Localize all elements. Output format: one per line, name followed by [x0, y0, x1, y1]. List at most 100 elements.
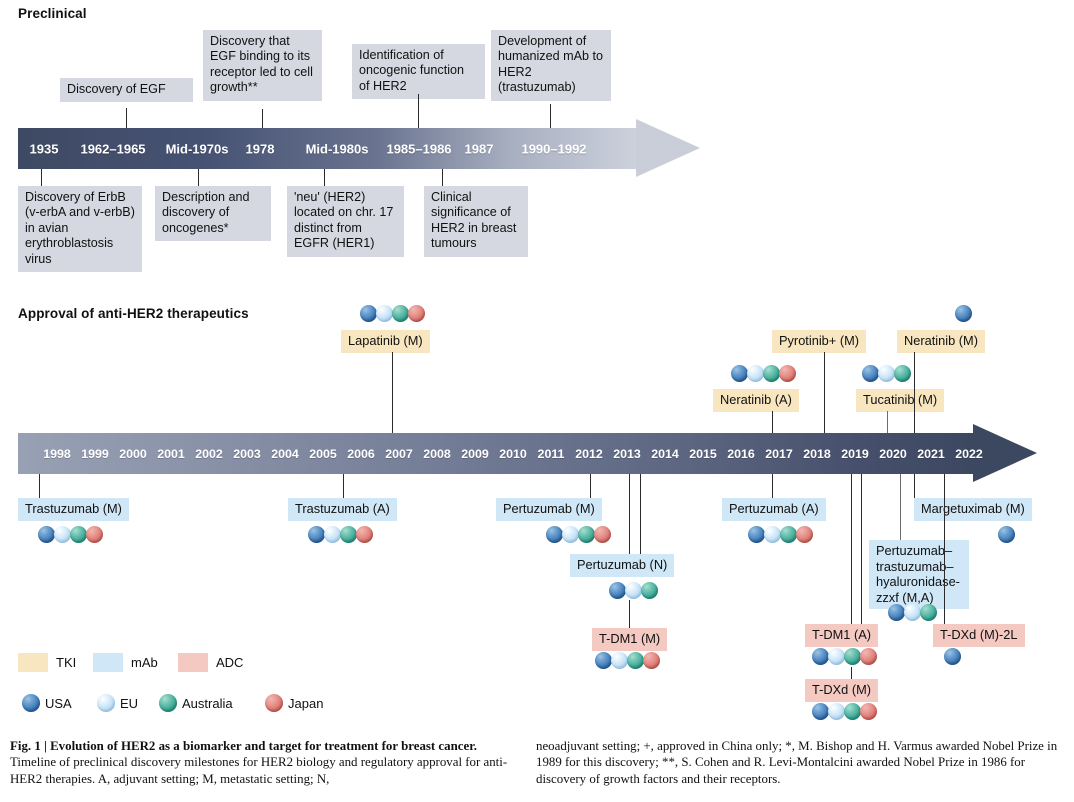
approval-year-2018: 2018 [803, 446, 831, 461]
connector-pertuzumab-a [772, 474, 773, 498]
flags-tucatinib-m [862, 365, 911, 382]
approval-event-pertuzumab-n[interactable]: Pertuzumab (N) [570, 554, 675, 577]
connector-egf-binding-receptor [262, 109, 263, 128]
flags-trastuzumab-a [308, 526, 373, 543]
flags-pertuzumab-a [748, 526, 813, 543]
connector-tdm1-a-a [851, 474, 852, 624]
approval-event-tdxd-m-2l[interactable]: T-DXd (M)-2L [933, 624, 1025, 647]
preclinical-section-title: Preclinical [18, 6, 87, 21]
approval-event-pertuzumab-m[interactable]: Pertuzumab (M) [496, 498, 602, 521]
flag-dot-eu [878, 365, 895, 382]
approval-year-2016: 2016 [727, 446, 755, 461]
connector-margetuximab-m [914, 474, 915, 498]
preclinical-event-oncogenes-description: Description and discovery of oncogenes* [155, 186, 271, 242]
flag-dot-australia [763, 365, 780, 382]
flag-dot-japan [796, 526, 813, 543]
flag-dot-japan [643, 652, 660, 669]
flag-dot-japan [86, 526, 103, 543]
approval-event-tucatinib-m[interactable]: Tucatinib (M) [856, 389, 945, 412]
flag-dot-japan [408, 305, 425, 322]
flag-dot-usa [748, 526, 765, 543]
approval-year-2009: 2009 [461, 446, 489, 461]
flag-dot-usa [595, 652, 612, 669]
approval-year-2019: 2019 [841, 446, 869, 461]
flag-dot-usa [609, 582, 626, 599]
approval-year-2012: 2012 [575, 446, 603, 461]
flag-dot-japan [860, 703, 877, 720]
flag-dot-eu [625, 582, 642, 599]
legend-label-tki: TKI [56, 655, 77, 670]
flag-dot-eu [324, 526, 341, 543]
flag-dot-usa [812, 703, 829, 720]
approval-year-2021: 2021 [917, 446, 945, 461]
approval-year-1998: 1998 [43, 446, 71, 461]
approval-event-neratinib-m[interactable]: Neratinib (M) [897, 330, 985, 353]
preclinical-year-1962-1965: 1962–1965 [80, 141, 146, 156]
approval-event-pyrotinib-m[interactable]: Pyrotinib+ (M) [772, 330, 866, 353]
figure-caption-right: neoadjuvant setting; +, approved in Chin… [536, 739, 1058, 786]
flag-dot-eu [376, 305, 393, 322]
approval-year-2006: 2006 [347, 446, 375, 461]
preclinical-year-1978: 1978 [245, 141, 275, 156]
approval-event-lapatinib-m[interactable]: Lapatinib (M) [341, 330, 430, 353]
approval-event-tdm1-m[interactable]: T-DM1 (M) [592, 628, 668, 651]
legend-label-australia: Australia [182, 696, 233, 711]
preclinical-year-mid-1980s: Mid-1980s [305, 141, 369, 156]
preclinical-event-egf-binding-receptor: Discovery that EGF binding to its recept… [203, 30, 322, 101]
approval-year-2010: 2010 [499, 446, 527, 461]
legend-label-japan: Japan [288, 696, 324, 711]
flag-dot-eu [828, 648, 845, 665]
preclinical-year-1987: 1987 [464, 141, 494, 156]
flag-dot-usa [944, 648, 961, 665]
flag-dot-usa [955, 305, 972, 322]
flag-dot-usa [888, 604, 905, 621]
approval-year-2011: 2011 [537, 446, 565, 461]
flags-neratinib-m [955, 305, 972, 322]
connector-lapatinib-m [392, 352, 393, 433]
flag-dot-australia [844, 703, 861, 720]
connector-pertuzumab-n-b [640, 474, 641, 554]
preclinical-event-discovery-of-egf: Discovery of EGF [60, 78, 193, 103]
approval-event-neratinib-a[interactable]: Neratinib (A) [713, 389, 799, 412]
legend-label-adc: ADC [216, 655, 244, 670]
approval-event-tdxd-m[interactable]: T-DXd (M) [805, 679, 879, 702]
flags-pertuzumab-m [546, 526, 611, 543]
flags-tdm1-a [812, 648, 877, 665]
connector-neratinib-m [914, 352, 915, 433]
preclinical-event-neu-her2-chr17: 'neu' (HER2) located on chr. 17 distinct… [287, 186, 404, 257]
flag-dot-japan [779, 365, 796, 382]
connector-pyrotinib-m [824, 352, 825, 433]
flag-dot-usa [38, 526, 55, 543]
legend-swatch-adc [178, 653, 208, 672]
preclinical-bar-body [18, 128, 636, 169]
connector-neratinib-a [772, 411, 773, 433]
flag-dot-eu [562, 526, 579, 543]
approval-event-pertuzumab-a[interactable]: Pertuzumab (A) [722, 498, 826, 521]
preclinical-event-clinical-significance-her2: Clinical significance of HER2 in breast … [424, 186, 528, 257]
flag-dot-australia [920, 604, 937, 621]
preclinical-arrow-tip [636, 119, 700, 177]
approval-year-2017: 2017 [765, 446, 793, 461]
legend-label-eu: EU [120, 696, 139, 711]
flag-dot-usa [546, 526, 563, 543]
preclinical-year-row: 1935 1962–1965 Mid-1970s 1978 Mid-1980s … [18, 128, 636, 169]
legend-dot-japan [265, 694, 283, 712]
connector-clinical-significance-her2 [442, 169, 443, 186]
connector-discovery-of-egf [126, 108, 127, 128]
preclinical-year-1990-1992: 1990–1992 [521, 141, 587, 156]
connector-tdm1-a-b [861, 474, 862, 624]
connector-tdxd-m-2l [944, 474, 945, 624]
approval-event-trastuzumab-a[interactable]: Trastuzumab (A) [288, 498, 397, 521]
caption-fig-label: Fig. 1 | [10, 739, 51, 753]
flag-dot-japan [356, 526, 373, 543]
approval-event-tdm1-a[interactable]: T-DM1 (A) [805, 624, 879, 647]
approval-event-trastuzumab-m[interactable]: Trastuzumab (M) [18, 498, 129, 521]
flag-dot-australia [340, 526, 357, 543]
legend-dot-australia [159, 694, 177, 712]
flag-dot-australia [641, 582, 658, 599]
flags-tdxd-m [812, 703, 877, 720]
approval-bar-body [18, 433, 973, 474]
approval-event-margetuximab-m[interactable]: Margetuximab (M) [914, 498, 1032, 521]
approval-event-pertuzumab-trastuzumab-hyaluronidase[interactable]: Pertuzumab–trastuzumab–hyaluronidase-zzx… [869, 540, 969, 610]
